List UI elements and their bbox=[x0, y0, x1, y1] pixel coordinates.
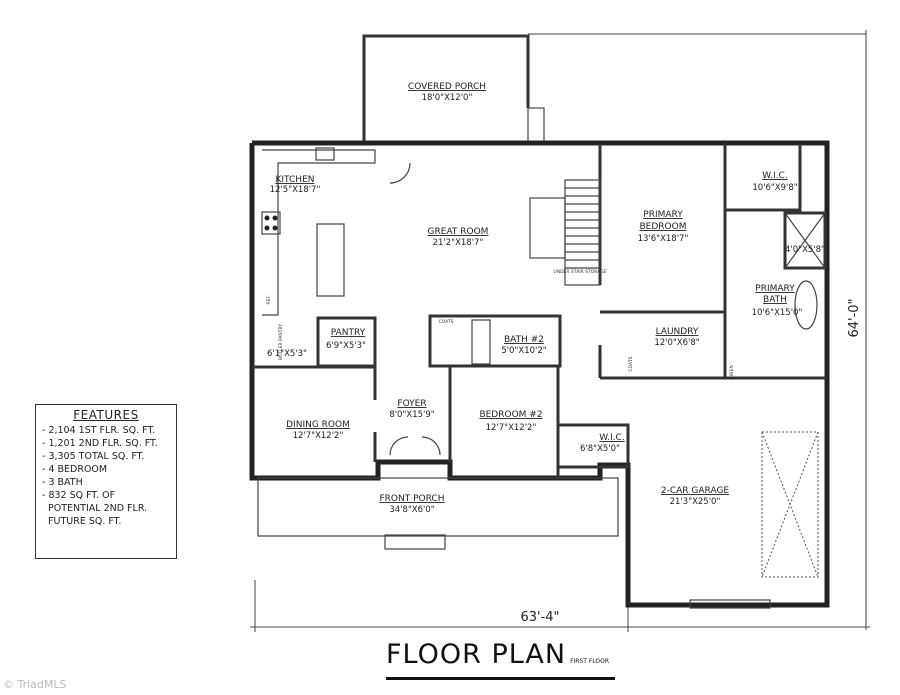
wic2-size: 6'8"X5'0" bbox=[580, 444, 620, 454]
watermark: © TriadMLS bbox=[3, 678, 67, 691]
foyer-label: FOYER bbox=[397, 399, 426, 409]
primary-bath-size: 10'6"X15'0" bbox=[752, 308, 803, 318]
features-heading: FEATURES bbox=[73, 408, 139, 422]
feature-item: - 832 SQ FT. OF POTENTIAL 2ND FLR. FUTUR… bbox=[42, 490, 148, 527]
butler-pantry-size: 6'1"X5'3" bbox=[267, 349, 307, 359]
dimension-lines bbox=[250, 30, 870, 632]
ref-label: REF. bbox=[266, 295, 272, 304]
kitchen-fixtures bbox=[261, 147, 376, 316]
primary-bath-label-2: BATH bbox=[763, 295, 787, 305]
butler-pantry-label: BUTLER PANTRY bbox=[278, 324, 284, 360]
dining-room-label: DINING ROOM bbox=[286, 420, 350, 430]
primary-wic-label: W.I.C. bbox=[762, 171, 787, 181]
bath2-size: 5'0"X10'2" bbox=[501, 346, 546, 356]
feature-item: - 3,305 TOTAL SQ. FT. bbox=[42, 451, 145, 462]
feature-item: - 4 BEDROOM bbox=[42, 464, 108, 475]
bath2-label: BATH #2 bbox=[504, 335, 544, 345]
garage-label: 2-CAR GARAGE bbox=[661, 486, 730, 496]
bedroom2-size: 12'7"X12'2" bbox=[486, 423, 537, 433]
garage-size: 21'3"X25'0" bbox=[670, 497, 721, 507]
interior-walls bbox=[252, 143, 827, 478]
covered-porch-label: COVERED PORCH bbox=[408, 82, 486, 92]
bedroom2-label: BEDROOM #2 bbox=[479, 410, 542, 420]
primary-bedroom-size: 13'6"X18'7" bbox=[638, 234, 689, 244]
pantry-size: 6'9"X5'3" bbox=[326, 341, 366, 351]
plan-title-sub: FIRST FLOOR bbox=[570, 658, 610, 665]
feature-item: - 3 BATH bbox=[42, 477, 83, 488]
features-box: FEATURES - 2,104 1ST FLR. SQ. FT. - 1,20… bbox=[35, 404, 177, 559]
wic2-label: W.I.C. bbox=[599, 433, 624, 443]
front-porch-size: 34'8"X6'0" bbox=[389, 505, 434, 515]
primary-bath-label: PRIMARY bbox=[755, 284, 795, 294]
covered-porch-size: 18'0"X12'0" bbox=[422, 93, 473, 103]
width-dimension: 63'-4" bbox=[520, 610, 559, 625]
primary-bedroom-label-2: BEDROOM bbox=[640, 222, 687, 232]
linen-label: LINEN bbox=[729, 365, 735, 378]
kitchen-size: 12'5"X18'7" bbox=[270, 185, 321, 195]
great-room-label: GREAT ROOM bbox=[428, 227, 489, 237]
primary-bedroom-label: PRIMARY bbox=[643, 210, 683, 220]
shower-size: 4'0"X5'8" bbox=[785, 245, 825, 255]
kitchen-label: KITCHEN bbox=[276, 175, 315, 185]
feature-item: - 2,104 1ST FLR. SQ. FT. bbox=[42, 425, 156, 436]
plan-title-main: FLOOR PLAN bbox=[386, 639, 567, 670]
front-porch-outline bbox=[257, 477, 619, 537]
dining-room-size: 12'7"X12'2" bbox=[293, 431, 344, 441]
foyer-size: 8'0"X15'9" bbox=[389, 410, 434, 420]
feature-item: - 1,201 2ND FLR. SQ. FT. bbox=[42, 438, 158, 449]
stair-storage-label: UNDER STAIR STORAGE bbox=[553, 269, 606, 275]
coats-label: COATS bbox=[439, 319, 454, 325]
front-porch-label: FRONT PORCH bbox=[380, 494, 445, 504]
pantry-label: PANTRY bbox=[331, 328, 366, 338]
primary-wic-size: 10'6"X9'8" bbox=[752, 183, 797, 193]
garage-door-overhead bbox=[761, 431, 819, 578]
coats-label-2: COATS bbox=[628, 356, 634, 371]
laundry-size: 12'0"X6'8" bbox=[654, 338, 699, 348]
depth-dimension: 64'-0" bbox=[847, 298, 862, 337]
staircase bbox=[529, 179, 601, 286]
great-room-size: 21'2"X18'7" bbox=[433, 238, 484, 248]
laundry-label: LAUNDRY bbox=[656, 327, 699, 337]
